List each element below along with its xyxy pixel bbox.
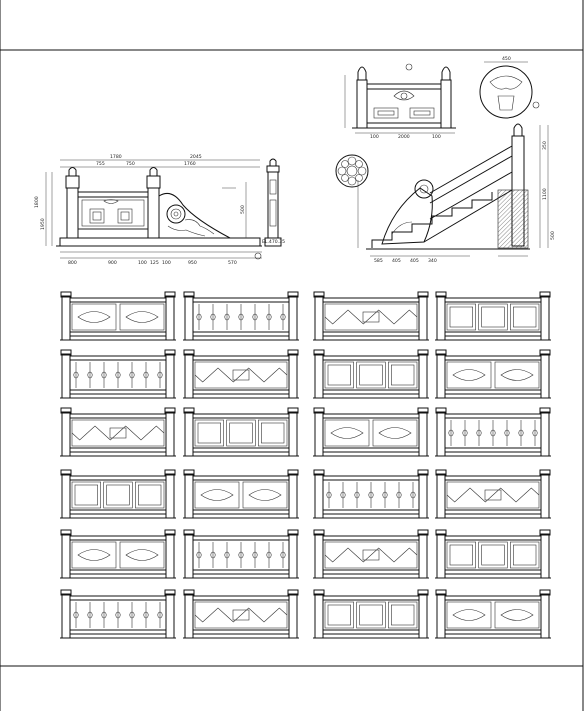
dim-bottom-5: 100 <box>162 260 171 266</box>
dim-bottom-1: 800 <box>68 260 77 266</box>
balustrade-panel-3 <box>313 291 429 341</box>
dim-bottom-4: 125 <box>150 260 159 266</box>
dim-top-4: 750 <box>126 161 135 167</box>
balustrade-panel-14 <box>183 469 299 519</box>
balustrade-panel-24 <box>435 589 551 639</box>
dim-bottom-6: 950 <box>188 260 197 266</box>
dim-top-5: 1760 <box>184 161 196 167</box>
balustrade-panel-10 <box>183 407 299 457</box>
balustrade-panel-5 <box>60 349 176 399</box>
dim-side-1: 1800 <box>34 196 40 208</box>
balustrade-panel-4 <box>435 291 551 341</box>
dim-stair-side-1: 350 <box>542 141 548 150</box>
balustrade-panel-18 <box>183 529 299 579</box>
balustrade-panel-6 <box>183 349 299 399</box>
dim-rt-3: 100 <box>432 134 441 140</box>
dim-stair-side-2: 1100 <box>542 188 548 200</box>
balustrade-panel-20 <box>435 529 551 579</box>
elevation-right-top: 100 2000 100 450 <box>344 56 540 140</box>
dim-bottom-2: 900 <box>108 260 117 266</box>
elevation-left: 1780 2045 755 750 1760 800 900 100 125 1… <box>34 154 285 266</box>
balustrade-panel-7 <box>313 349 429 399</box>
dim-rt-2: 2000 <box>398 134 410 140</box>
dim-stair-1: 585 <box>374 258 383 264</box>
balustrade-panel-2 <box>183 291 299 341</box>
balustrade-panel-22 <box>183 589 299 639</box>
dim-side-2: 1950 <box>40 218 46 230</box>
dim-stair-side-3: 500 <box>550 231 556 240</box>
balustrade-panel-23 <box>313 589 429 639</box>
dim-top-3: 755 <box>96 161 105 167</box>
balustrade-panel-13 <box>60 469 176 519</box>
dim-stair-2: 405 <box>392 258 401 264</box>
balustrade-panel-12 <box>435 407 551 457</box>
dim-top-2: 2045 <box>190 154 202 160</box>
balustrade-panel-9 <box>60 407 176 457</box>
balustrade-panel-1 <box>60 291 176 341</box>
dim-top-1: 1780 <box>110 154 122 160</box>
balustrade-panel-17 <box>60 529 176 579</box>
dim-stair-4: 340 <box>428 258 437 264</box>
elevation-tag: EL.470.35 <box>262 239 285 245</box>
balustrade-panel-grid <box>60 291 551 639</box>
balustrade-panel-11 <box>313 407 429 457</box>
balustrade-panel-21 <box>60 589 176 639</box>
dim-bottom-7: 570 <box>228 260 237 266</box>
balustrade-panel-15 <box>313 469 429 519</box>
dim-stair-3: 405 <box>410 258 419 264</box>
dim-detail: 450 <box>502 56 511 62</box>
balustrade-panel-19 <box>313 529 429 579</box>
stair-section: 585 405 405 340 350 1100 500 <box>335 123 556 264</box>
dim-rt-1: 100 <box>370 134 379 140</box>
balustrade-panel-8 <box>435 349 551 399</box>
dim-side-3: 500 <box>240 205 246 214</box>
balustrade-panel-16 <box>435 469 551 519</box>
dim-bottom-3: 100 <box>138 260 147 266</box>
